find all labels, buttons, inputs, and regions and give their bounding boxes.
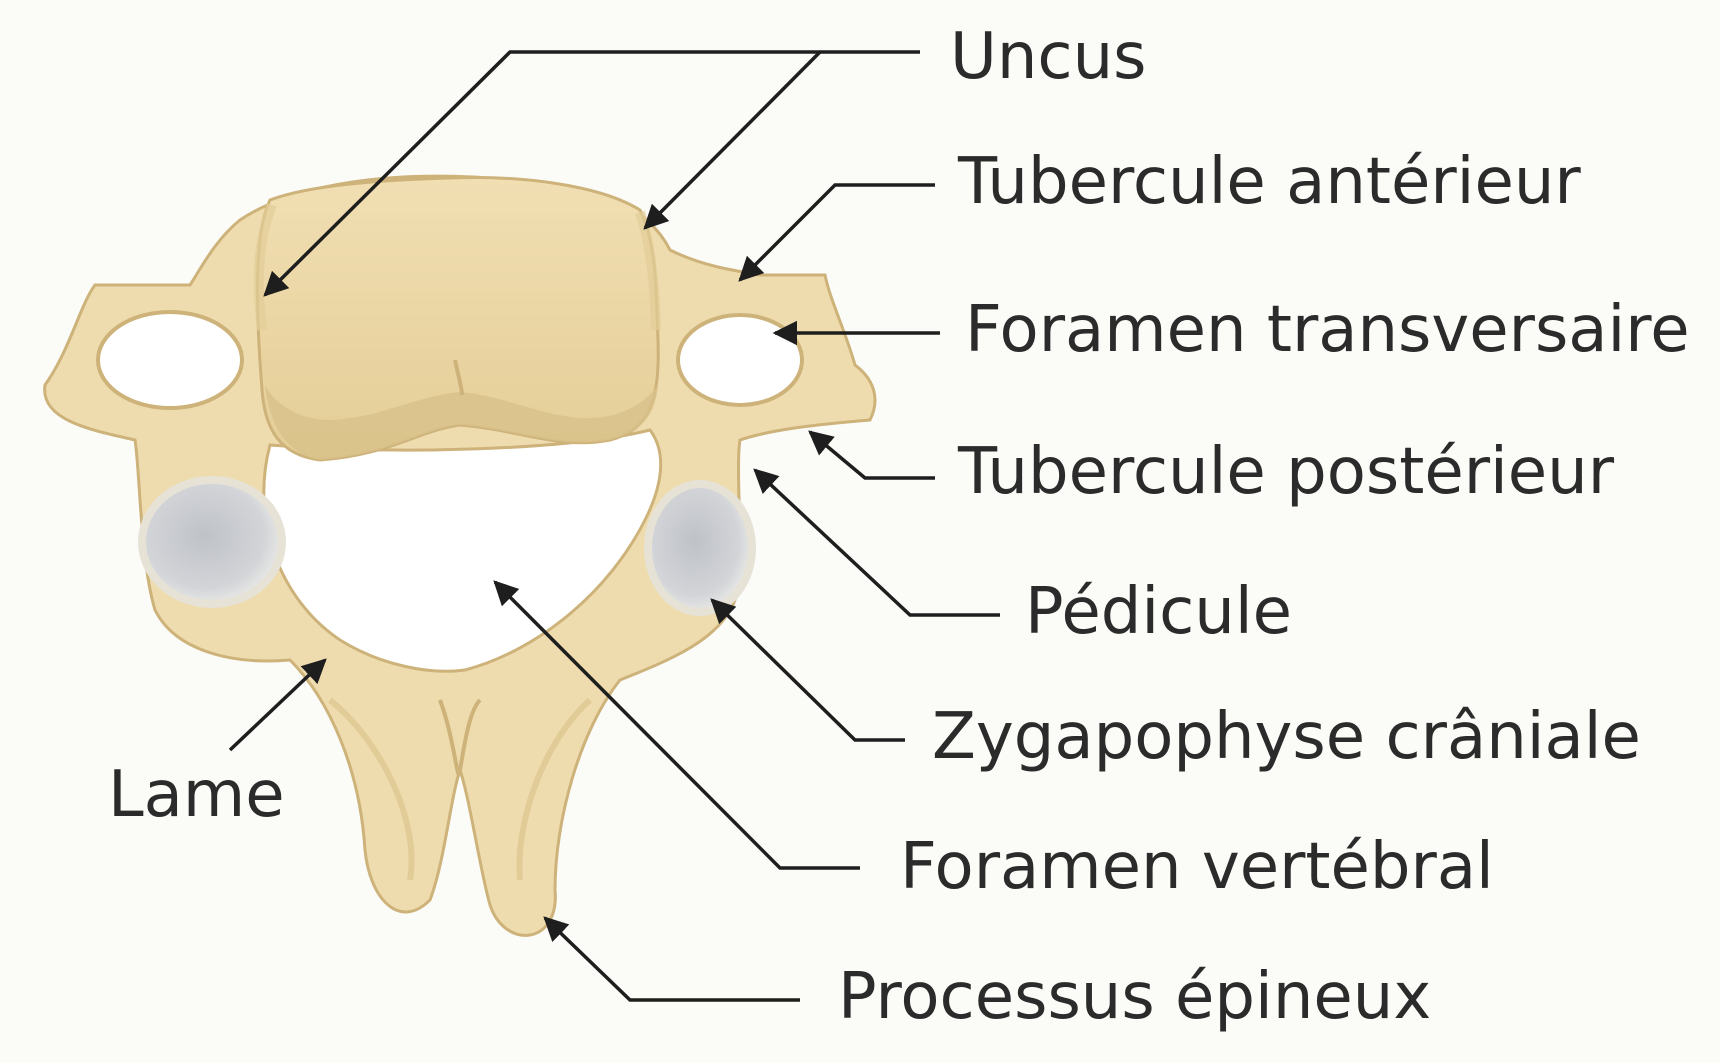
leader-pedicule (753, 468, 1000, 617)
leader-zygapophyse-craniale (710, 598, 905, 742)
label-lame: Lame (108, 758, 285, 832)
label-foramen-vertebral: Foramen vertébral (900, 830, 1494, 904)
lamina-shading (328, 697, 415, 881)
leader-processus-epineux (543, 916, 800, 1002)
cranial-facet-right (644, 480, 756, 616)
label-zygapophyse-craniale: Zygapophyse crâniale (932, 700, 1641, 774)
leader-lame (228, 658, 327, 752)
vertebral-body-rim (265, 385, 658, 460)
cranial-facet-left (138, 476, 286, 608)
transverse-foramen-right (676, 313, 804, 407)
label-tubercule-posterieur: Tubercule postérieur (958, 435, 1615, 509)
leader-uncus-right (643, 50, 822, 230)
label-processus-epineux: Processus épineux (838, 960, 1432, 1034)
leader-foramen-vertebral (493, 580, 860, 870)
leader-lines (228, 50, 1000, 1002)
vertebral-foramen (262, 428, 663, 673)
label-uncus: Uncus (950, 20, 1147, 94)
leader-uncus-left (263, 50, 920, 297)
label-pedicule: Pédicule (1025, 575, 1292, 649)
leader-tubercule-posterieur (808, 430, 935, 480)
label-foramen-transversaire: Foramen transversaire (965, 293, 1690, 367)
spinous-groove (438, 698, 482, 777)
uncus-ridge-left (253, 203, 277, 331)
lamina-shading-right (516, 697, 592, 881)
vertebral-body-notch (453, 359, 464, 396)
leader-tubercule-anterieur (738, 183, 935, 282)
transverse-foramen-left (96, 310, 244, 410)
label-tubercule-anterieur: Tubercule antérieur (958, 145, 1581, 219)
